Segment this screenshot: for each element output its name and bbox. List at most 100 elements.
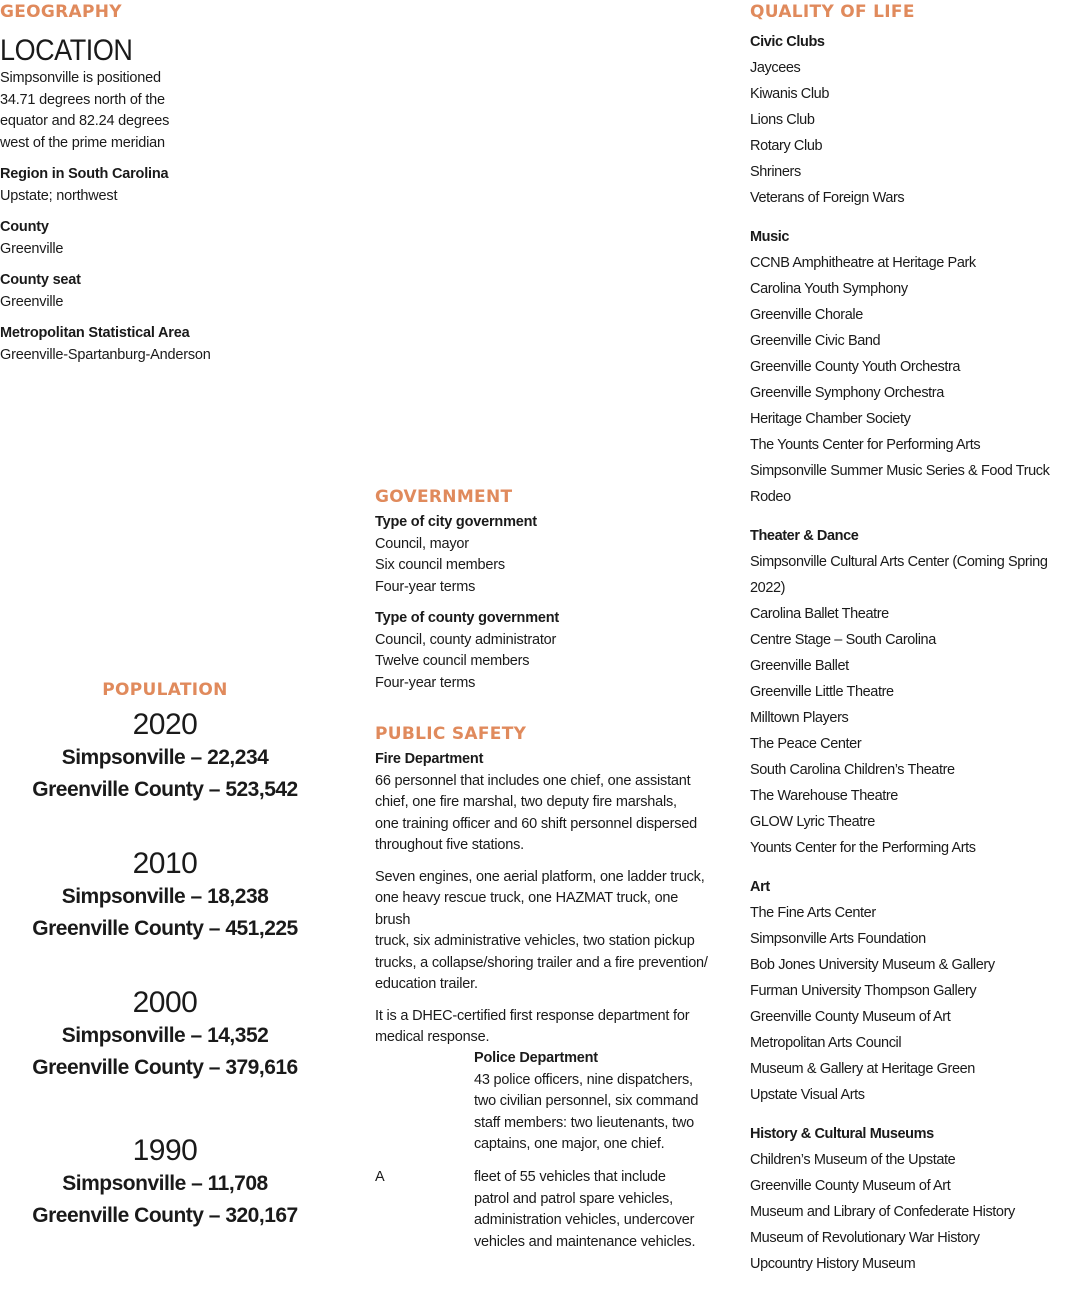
fire-dept-p1: Fire Department 66 personnel that includ… (375, 749, 715, 857)
public-safety-title: PUBLIC SAFETY (375, 724, 527, 744)
list-item: Carolina Ballet Theatre (750, 606, 889, 622)
item-value: Greenville (0, 240, 64, 257)
list-item: Metropolitan Arts Council (750, 1035, 902, 1051)
government-section: Type of city government Council, mayor S… (375, 512, 710, 704)
population-2010: 2010 Simpsonville – 18,238 Greenville Co… (0, 847, 330, 945)
item-label: Type of city government (375, 514, 537, 530)
list-item: Upstate Visual Arts (750, 1087, 865, 1103)
list-item: The Fine Arts Center (750, 905, 876, 921)
population-county: Greenville County – 320,167 (32, 1204, 298, 1227)
music-group: Music CCNB Amphitheatre at Heritage Park… (750, 224, 1080, 510)
history-museums-group: History & Cultural Museums Children’s Mu… (750, 1121, 1080, 1277)
fire-dept-p3: It is a DHEC-certified first response de… (375, 1007, 690, 1046)
location-text: Simpsonville is positioned 34.71 degrees… (0, 70, 170, 151)
fire-dept-p2: Seven engines, one aerial platform, one … (375, 868, 708, 993)
population-year: 2020 (132, 708, 198, 741)
list-item: The Younts Center for Performing Arts (750, 437, 981, 453)
population-city: Simpsonville – 14,352 (61, 1024, 269, 1047)
population-1990: 1990 Simpsonville – 11,708 Greenville Co… (0, 1134, 330, 1232)
item-label: Type of county government (375, 610, 560, 626)
list-item: Furman University Thompson Gallery (750, 983, 977, 999)
list-item: GLOW Lyric Theatre (750, 814, 875, 830)
theater-dance-group: Theater & Dance Simpsonville Cultural Ar… (750, 523, 1080, 861)
list-item: Simpsonville Arts Foundation (750, 931, 926, 947)
item-label: Region in South Carolina (0, 166, 169, 182)
list-item: Greenville Ballet (750, 658, 849, 674)
county-government-item: Type of county government Council, count… (375, 608, 710, 694)
city-government-item: Type of city government Council, mayor S… (375, 512, 710, 598)
population-title: POPULATION (102, 680, 228, 700)
list-item: Veterans of Foreign Wars (750, 190, 905, 206)
list-item: Jaycees (750, 60, 801, 76)
group-label: History & Cultural Museums (750, 1126, 934, 1142)
geography-title: GEOGRAPHY (0, 2, 122, 22)
list-item: Greenville Civic Band (750, 333, 881, 349)
police-department-heading: Police Department (474, 1050, 598, 1066)
region-item: Region in South Carolina Upstate; northw… (0, 164, 330, 207)
civic-clubs-group: Civic Clubs Jaycees Kiwanis Club Lions C… (750, 29, 1080, 211)
list-item: South Carolina Children’s Theatre (750, 762, 955, 778)
item-value: Greenville (0, 293, 64, 310)
government-title: GOVERNMENT (375, 487, 513, 507)
county-item: County Greenville (0, 217, 330, 260)
list-item: Milltown Players (750, 710, 849, 726)
list-item: Museum and Library of Confederate Histor… (750, 1204, 1015, 1220)
list-item: Rotary Club (750, 138, 823, 154)
population-county: Greenville County – 379,616 (32, 1056, 298, 1079)
item-label: Metropolitan Statistical Area (0, 325, 190, 341)
item-label: County seat (0, 272, 81, 288)
group-label: Music (750, 229, 790, 245)
list-item: Greenville Little Theatre (750, 684, 894, 700)
population-year: 1990 (132, 1134, 198, 1167)
art-group: Art The Fine Arts Center Simpsonville Ar… (750, 874, 1080, 1108)
list-item: Younts Center for the Performing Arts (750, 840, 976, 856)
list-item: Carolina Youth Symphony (750, 281, 908, 297)
list-item: The Peace Center (750, 736, 862, 752)
msa-item: Metropolitan Statistical Area Greenville… (0, 323, 330, 366)
population-2000: 2000 Simpsonville – 14,352 Greenville Co… (0, 986, 330, 1084)
location-heading: LOCATION (0, 34, 133, 67)
population-county: Greenville County – 451,225 (32, 917, 298, 940)
list-item: Greenville Chorale (750, 307, 863, 323)
police-fleet-initial: A (375, 1169, 385, 1185)
item-label: County (0, 219, 49, 235)
list-item: Greenville County Youth Orchestra (750, 359, 961, 375)
police-dept-p2: fleet of 55 vehicles that include patrol… (474, 1169, 696, 1250)
list-item: Kiwanis Club (750, 86, 830, 102)
fire-department-heading: Fire Department (375, 751, 484, 767)
list-item: Shriners (750, 164, 801, 180)
population-year: 2000 (132, 986, 198, 1019)
list-item: Greenville County Museum of Art (750, 1009, 951, 1025)
list-item: Greenville County Museum of Art (750, 1178, 951, 1194)
population-city: Simpsonville – 22,234 (61, 746, 269, 769)
population-city: Simpsonville – 11,708 (62, 1172, 268, 1195)
public-safety-section: Fire Department 66 personnel that includ… (375, 749, 715, 1059)
group-label: Theater & Dance (750, 528, 859, 544)
list-item: Centre Stage – South Carolina (750, 632, 936, 648)
population-county: Greenville County – 523,542 (32, 778, 298, 801)
list-item: The Warehouse Theatre (750, 788, 898, 804)
group-label: Civic Clubs (750, 34, 825, 50)
county-seat-item: County seat Greenville (0, 270, 330, 313)
quality-of-life-section: Civic Clubs Jaycees Kiwanis Club Lions C… (750, 29, 1080, 1290)
list-item: Museum of Revolutionary War History (750, 1230, 980, 1246)
population-year: 2010 (132, 847, 198, 880)
list-item: Museum & Gallery at Heritage Green (750, 1061, 975, 1077)
list-item: Greenville Symphony Orchestra (750, 385, 944, 401)
list-item: Heritage Chamber Society (750, 411, 911, 427)
list-item: Simpsonville Summer Music Series & Food … (750, 463, 1050, 505)
item-value: Greenville-Spartanburg-Anderson (0, 346, 211, 363)
list-item: Children’s Museum of the Upstate (750, 1152, 956, 1168)
list-item: Bob Jones University Museum & Gallery (750, 957, 995, 973)
list-item: Simpsonville Cultural Arts Center (Comin… (750, 554, 1048, 596)
police-dept-p1: Police Department 43 police officers, ni… (474, 1048, 714, 1156)
list-item: CCNB Amphitheatre at Heritage Park (750, 255, 976, 271)
item-value: Upstate; northwest (0, 187, 118, 204)
population-city: Simpsonville – 18,238 (61, 885, 269, 908)
quality-of-life-title: QUALITY OF LIFE (750, 2, 915, 22)
population-2020: 2020 Simpsonville – 22,234 Greenville Co… (0, 708, 330, 806)
group-label: Art (750, 879, 770, 895)
geography-section: LOCATION Simpsonville is positioned 34.7… (0, 34, 330, 376)
list-item: Upcountry History Museum (750, 1256, 916, 1272)
list-item: Lions Club (750, 112, 815, 128)
